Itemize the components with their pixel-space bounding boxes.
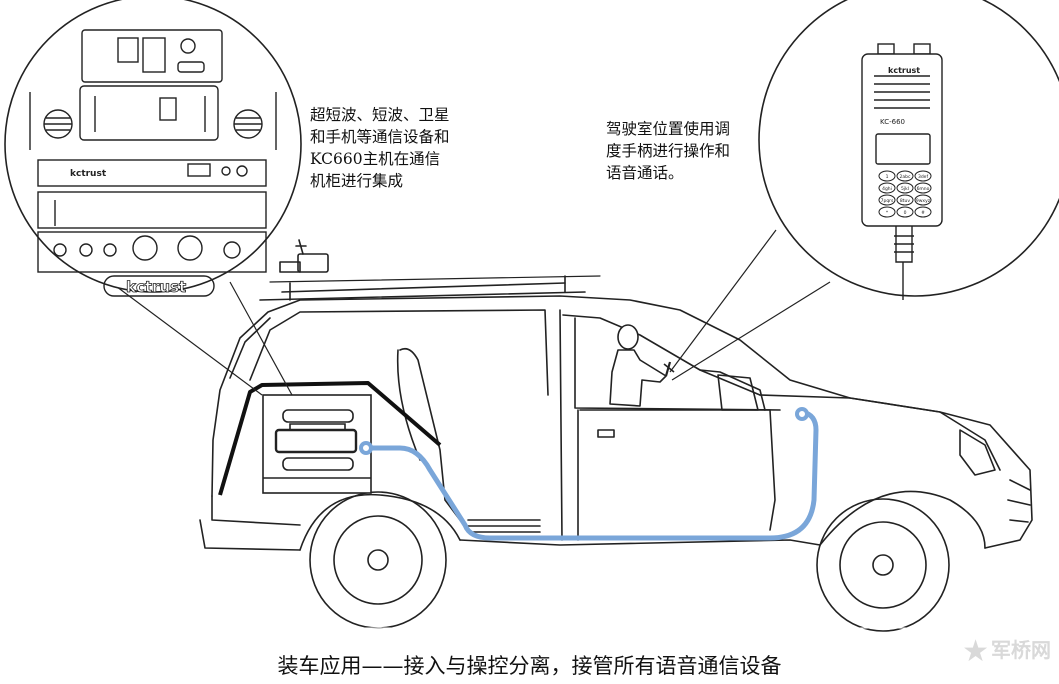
handset-key	[914, 194, 932, 206]
handset-key-label: 3def	[918, 174, 928, 180]
handset-key	[914, 206, 932, 218]
cable-end-dash	[795, 407, 809, 421]
cabinet-annotation: 超短波、短波、卫星 和手机等通信设备和 KC660主机在通信 机柜进行集成	[310, 106, 450, 190]
handset-keypad: 1 2abc 3def 4ghi 5jkl 6mno 7pqrs 8tuv 9wxyz * 0 #	[878, 170, 932, 218]
handset-key	[914, 170, 932, 182]
rack-callout-circle	[4, 0, 302, 293]
handset-key	[914, 182, 932, 194]
handset-key-label: #	[921, 210, 925, 216]
driver-figure	[609, 324, 675, 407]
handset-key-label: 9wxyz	[916, 198, 931, 204]
handset-key	[878, 206, 896, 218]
handset-key-label: 6mno	[917, 186, 930, 192]
handset-key	[878, 182, 896, 194]
handset-key-label: 1	[886, 174, 889, 180]
front-wheel	[816, 498, 950, 632]
handset-callout-lines	[669, 229, 831, 381]
handset-key	[896, 206, 914, 218]
handset-key	[878, 194, 896, 206]
rack-callout-lines	[104, 277, 293, 396]
handset-key-label: *	[886, 210, 889, 216]
handset-key-label: 7pqrs	[881, 198, 894, 204]
handset-cable	[363, 409, 819, 541]
star-icon: ★	[962, 634, 989, 669]
handset-key	[878, 170, 896, 182]
handset-key-label: 5jkl	[901, 186, 909, 192]
driver-annotation: 驾驶室位置使用调 度手柄进行操作和 语音通话。	[606, 120, 731, 182]
cable-end-cabinet	[359, 441, 373, 455]
handset-model: KC-660	[880, 118, 905, 126]
rack-detail	[29, 29, 277, 297]
watermark-text: 军桥网	[991, 638, 1051, 662]
cabinet-enclosure	[218, 381, 442, 496]
comm-case	[262, 394, 372, 494]
watermark: ★军桥网	[962, 634, 1051, 669]
diagram-caption: 装车应用——接入与操控分离，接管所有语音通信设备	[277, 654, 782, 678]
rear-wheel	[309, 491, 447, 629]
handset-key	[896, 170, 914, 182]
rack-logo-plate: kctrust	[126, 278, 186, 296]
handset-brand: kctrust	[888, 66, 920, 75]
handset-key	[896, 194, 914, 206]
vehicle-body	[199, 239, 1033, 551]
handset-key-label: 8tuv	[900, 198, 910, 204]
rack-brand-strip: kctrust	[70, 169, 107, 179]
handset-key-label: 0	[904, 210, 907, 216]
handset-key-label: 4ghi	[882, 186, 892, 192]
handset-key	[896, 182, 914, 194]
handset-key-label: 2abc	[900, 174, 911, 180]
